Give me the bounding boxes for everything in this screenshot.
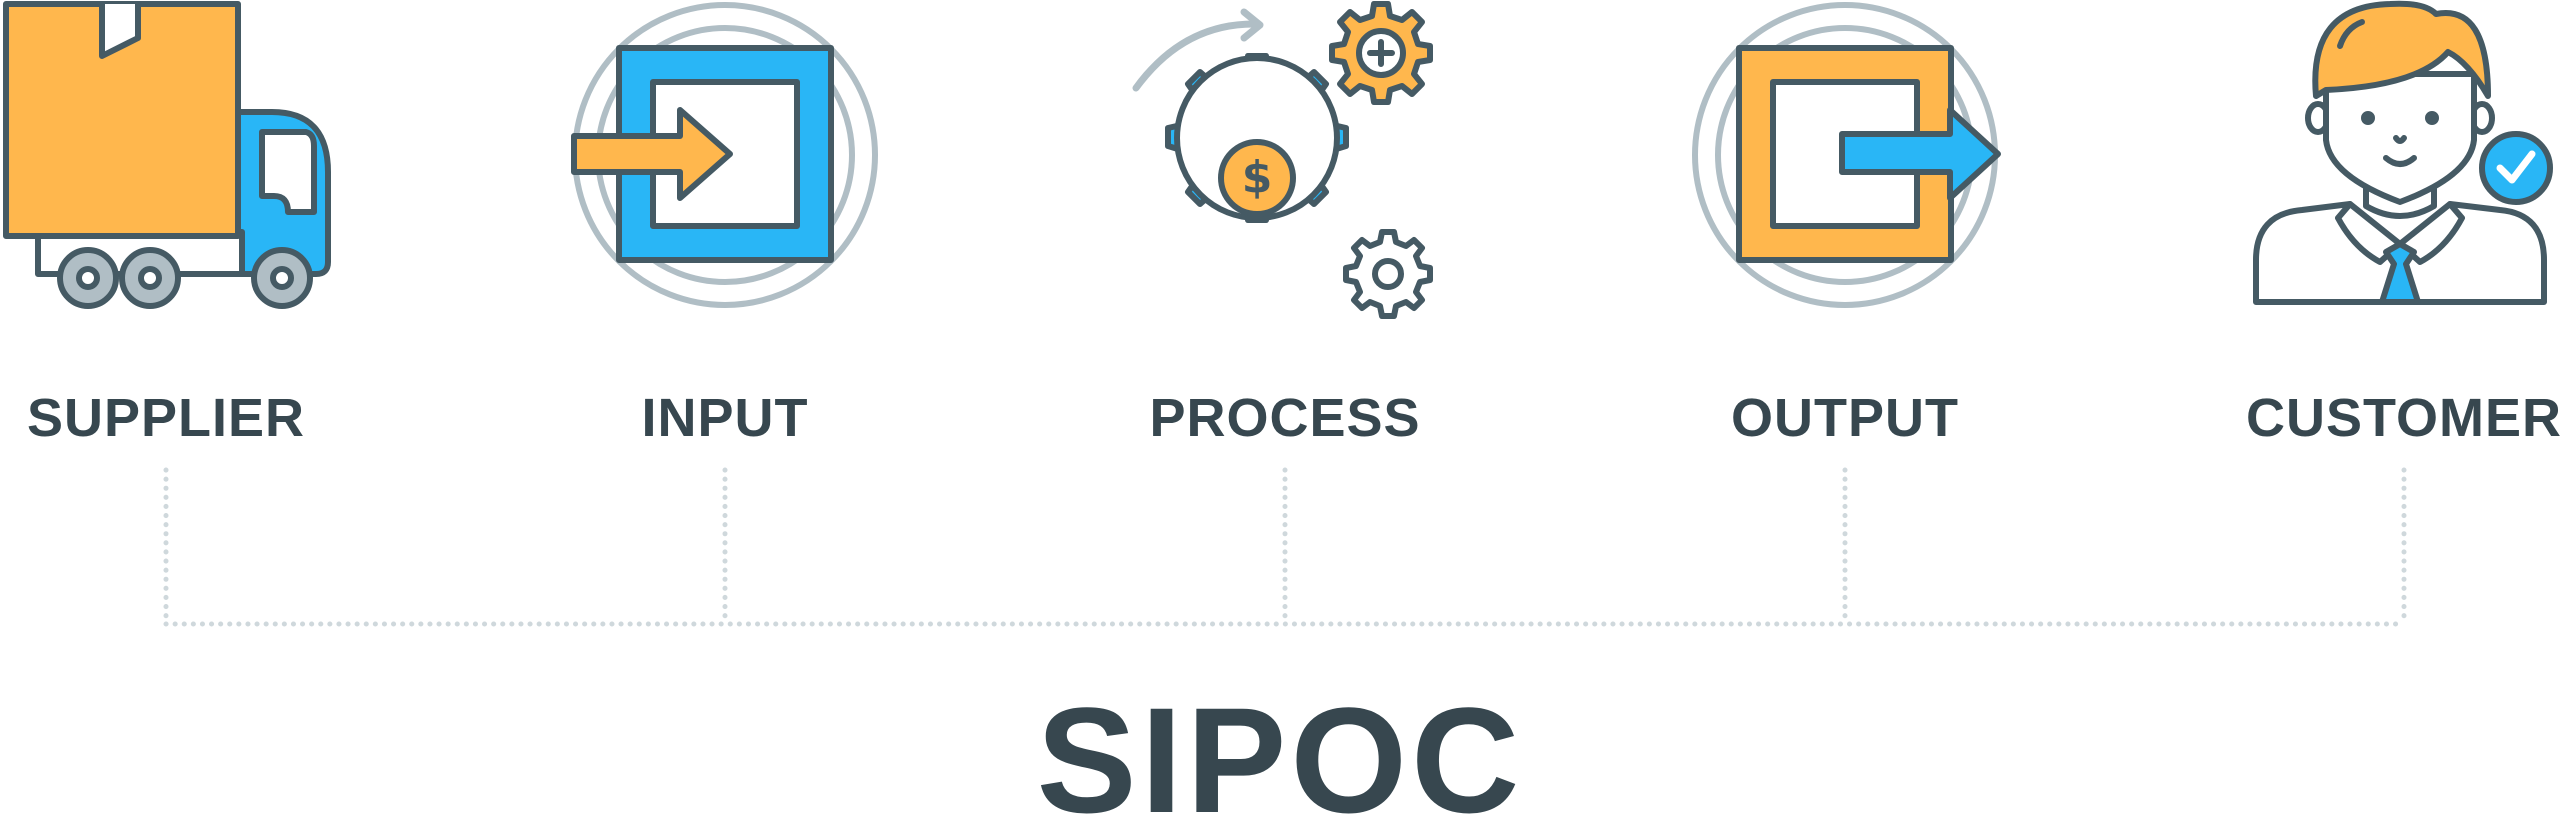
output-arrow-icon [1692, 2, 2001, 308]
gears-icon: $ [1132, 1, 1433, 319]
diagram-title: SIPOC [1037, 676, 1524, 820]
step-label-customer: CUSTOMER [2246, 388, 2560, 448]
truck-icon [3, 1, 331, 309]
input-arrow-icon [571, 2, 878, 308]
dotted-connector [163, 467, 2407, 627]
customer-icon [2253, 0, 2553, 305]
step-label-supplier: SUPPLIER [27, 388, 305, 448]
step-label-process: PROCESS [1149, 388, 1420, 448]
dollar-icon: $ [1242, 152, 1273, 203]
step-label-input: INPUT [642, 388, 809, 448]
step-label-output: OUTPUT [1731, 388, 1959, 448]
